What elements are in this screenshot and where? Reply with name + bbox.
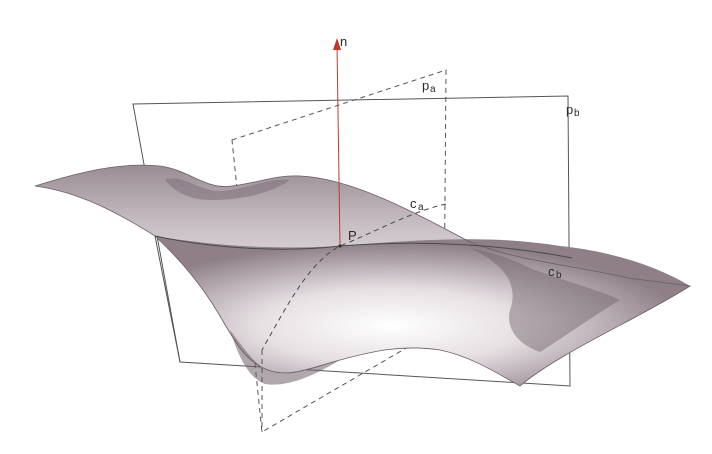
label-normal: n <box>340 34 347 49</box>
svg-text:c: c <box>410 196 417 211</box>
normal-vector <box>333 38 341 247</box>
label-plane-b: p b <box>566 102 580 119</box>
svg-text:a: a <box>418 202 424 213</box>
point-p-marker <box>338 244 342 248</box>
label-point: P <box>348 228 357 243</box>
plane-b <box>132 95 571 387</box>
curve-a <box>261 203 447 351</box>
svg-text:b: b <box>574 108 580 119</box>
svg-text:b: b <box>556 270 562 281</box>
plane-b-front-edge <box>154 235 181 363</box>
svg-text:c: c <box>548 264 555 279</box>
label-curve-b: c b <box>548 264 562 281</box>
label-curve-a: c a <box>410 196 424 213</box>
label-plane-a: p a <box>422 78 436 95</box>
surface <box>34 164 692 387</box>
svg-text:p: p <box>566 102 573 117</box>
svg-text:p: p <box>422 78 429 93</box>
svg-text:a: a <box>430 84 436 95</box>
